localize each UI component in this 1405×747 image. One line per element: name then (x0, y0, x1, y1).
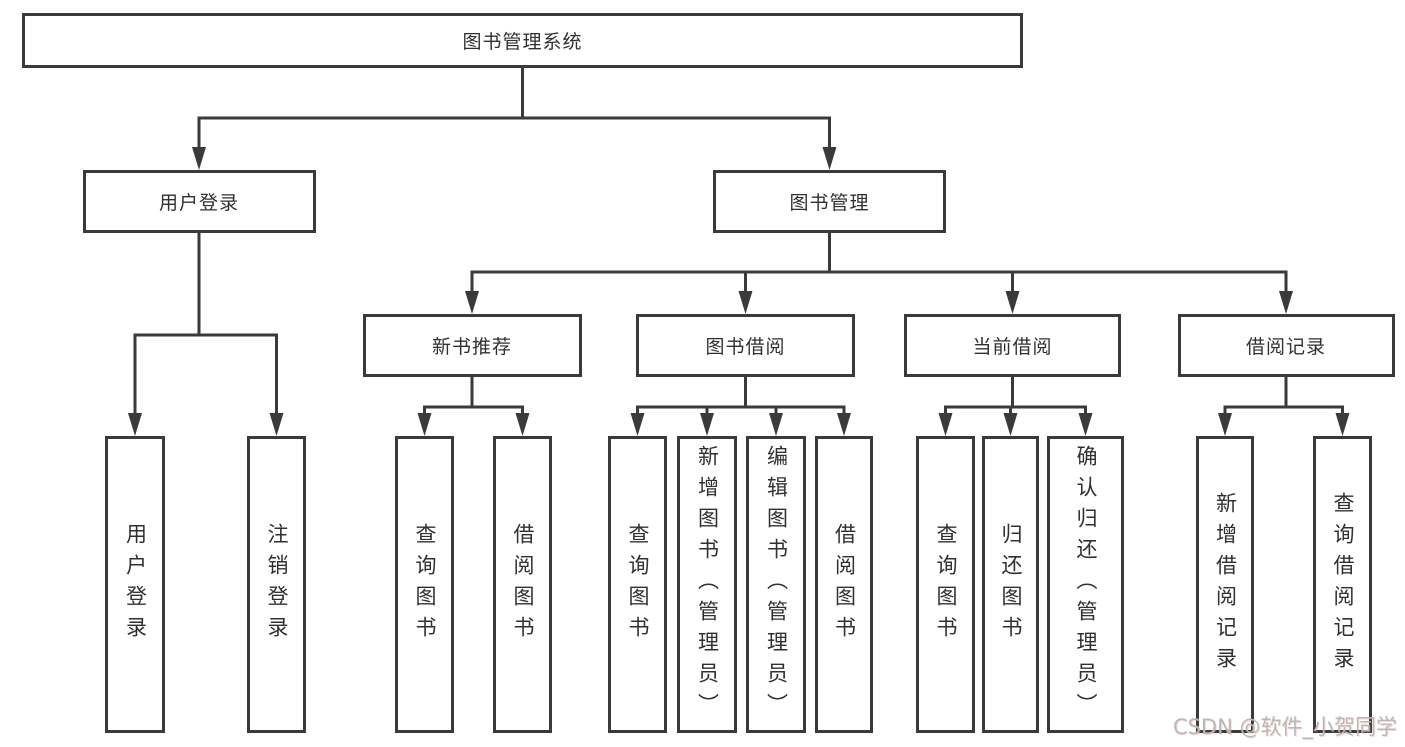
node-current-borrow: 当前借阅 (904, 314, 1121, 377)
arrowhead (1218, 413, 1232, 436)
connector-borrow-records (1223, 375, 1344, 418)
node-borrow-records: 借阅记录 (1177, 314, 1395, 377)
arrowhead (738, 291, 753, 314)
arrowhead (1003, 413, 1018, 436)
arrowhead (417, 413, 432, 436)
leaf-label: 查询图书 (626, 522, 650, 647)
leaf-confirm-return-admin: 确认归还（管理员） (1047, 436, 1124, 733)
node-borrow-records-label: 借阅记录 (1245, 336, 1326, 358)
arrowhead (515, 413, 530, 436)
node-root: 图书管理系统 (22, 13, 1023, 68)
leaf-add-books-admin: 新增图书（管理员） (677, 436, 737, 733)
leaf-edit-books-admin: 编辑图书（管理员） (746, 436, 806, 733)
connector-user-login (133, 231, 278, 418)
leaf-label: 注销登录 (265, 522, 289, 647)
leaf-label: 确认归还（管理员） (1074, 445, 1098, 724)
leaf-borrow-books: 借阅图书 (815, 436, 873, 733)
node-book-management-label: 图书管理 (789, 192, 870, 214)
arrowhead (769, 413, 783, 436)
leaf-label: 用户登录 (123, 522, 148, 647)
leaf-return-books: 归还图书 (982, 436, 1039, 733)
node-book-borrow: 图书借阅 (636, 314, 855, 377)
leaf-label: 查询图书 (413, 522, 437, 647)
node-new-book-recommend-label: 新书推荐 (431, 336, 512, 358)
node-user-login-label: 用户登录 (158, 192, 239, 214)
leaf-label: 归还图书 (999, 522, 1023, 647)
node-new-book-recommend: 新书推荐 (362, 314, 582, 377)
arrowhead (192, 147, 206, 170)
node-root-label: 图书管理系统 (462, 31, 583, 53)
leaf-query-borrow-record: 查询借阅记录 (1313, 436, 1372, 733)
leaf-label: 借阅图书 (511, 522, 535, 647)
arrowhead (938, 413, 953, 436)
arrowhead (630, 413, 645, 436)
leaf-label: 查询图书 (934, 522, 958, 647)
connector-current-borrow (944, 375, 1087, 418)
leaf-label: 编辑图书（管理员） (764, 445, 789, 724)
connector-book-management (470, 231, 1288, 296)
leaf-add-borrow-record: 新增借阅记录 (1196, 436, 1254, 733)
leaf-user-login: 用户登录 (105, 436, 165, 733)
leaf-label: 新增图书（管理员） (695, 445, 720, 724)
arrowhead (837, 413, 851, 436)
node-book-borrow-label: 图书借阅 (705, 336, 786, 358)
leaf-label: 借阅图书 (832, 522, 857, 647)
leaf-label: 查询借阅记录 (1331, 491, 1355, 678)
arrowhead (1335, 413, 1350, 436)
arrowhead (1005, 291, 1020, 314)
arrowhead (822, 147, 837, 170)
arrowhead (128, 413, 142, 436)
csdn-watermark: CSDN @软件_小贺同学 (1172, 715, 1397, 739)
node-book-management: 图书管理 (713, 170, 946, 233)
arrowhead (465, 291, 479, 314)
connector-book-borrow (636, 375, 846, 418)
leaf-borrow-books-recommend: 借阅图书 (493, 436, 552, 733)
connector-new-book-recommend (423, 375, 524, 418)
leaf-query-books-borrow: 查询图书 (608, 436, 667, 733)
arrowhead (1279, 291, 1293, 314)
connector-root (197, 66, 831, 152)
leaf-logout: 注销登录 (247, 436, 306, 733)
leaf-query-books-recommend: 查询图书 (395, 436, 454, 733)
arrowhead (269, 413, 284, 436)
leaf-query-books-current: 查询图书 (916, 436, 975, 733)
node-user-login: 用户登录 (82, 170, 316, 233)
node-current-borrow-label: 当前借阅 (972, 336, 1053, 358)
leaf-label: 新增借阅记录 (1213, 491, 1238, 678)
arrowhead (1078, 413, 1093, 436)
arrowhead (700, 413, 714, 436)
